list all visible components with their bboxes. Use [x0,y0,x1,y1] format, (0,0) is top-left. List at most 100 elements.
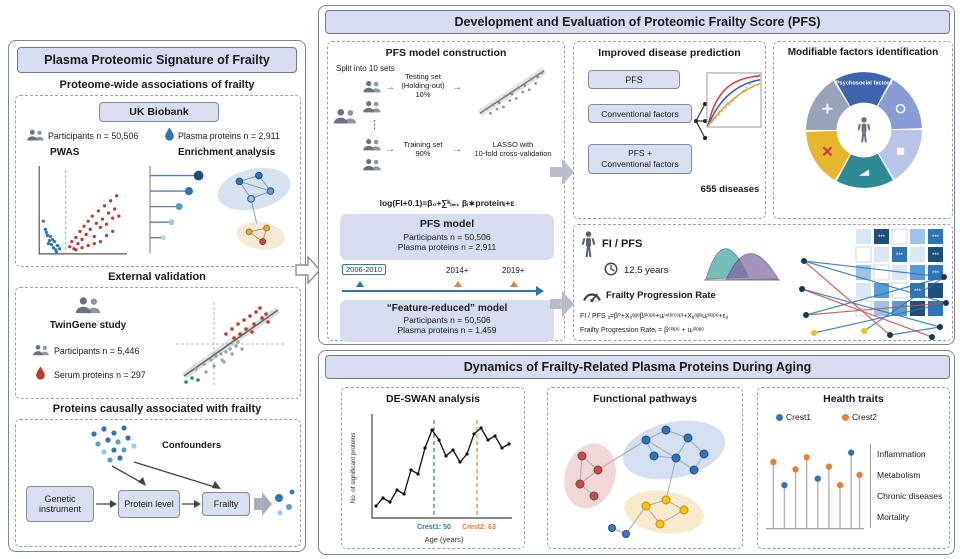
set-people-icon [362,138,382,151]
arrow-right: → [385,144,395,155]
ellipsis-dots: ⋮ [369,119,380,131]
svg-text:***: *** [896,253,904,259]
causal-diagram [91,425,295,516]
crest1-label: Crest1: 50 [417,524,451,531]
participants-icon [26,129,45,141]
legend-crest1: Crest1 [776,412,811,422]
reduced-model-box: “Feature-reduced” model Participants n =… [340,300,554,342]
ukb-participants: Participants n = 50,506 [48,131,139,141]
wheel-segment-icon [895,103,906,114]
timeline-label-2019: 2019+ [502,266,525,275]
testing-scatter [477,67,547,117]
left-panel-title: Plasma Proteomic Signature of Frailty [17,47,297,73]
pfs-panel-title: Development and Evaluation of Proteomic … [325,10,950,34]
confounders-label: Confounders [162,440,222,451]
trait-label-metabolism: Metabolism [877,470,921,480]
ukb-proteins: Plasma proteins n = 2,911 [178,131,280,141]
combined-line2: Conventional factors [601,159,679,169]
split-label: Split into 10 sets [336,64,395,73]
flow-arrow-progression [550,291,574,317]
lasso-label: LASSO with 10-fold cross-validation [466,140,560,158]
progression-rate-label: Frailty Progression Rate [606,290,716,301]
wheel-segment-icon [858,169,870,176]
decision-tree-icon [694,102,707,140]
svg-text:***: *** [914,289,922,295]
ukb-label: UK Biobank [99,102,219,122]
pfs-model-box: PFS model Participants n = 50,506 Plasma… [340,214,554,260]
traits-box: Health traits Crest1 Crest2 Inflammation… [757,387,950,549]
twingene-label: TwinGene study [49,320,127,331]
timeline-label-2014: 2014+ [446,266,469,275]
pfs-panel: Development and Evaluation of Proteomic … [318,5,955,345]
genetic-instrument-box: Genetic instrument [26,486,94,522]
followup-years: 12.5 years [624,265,669,276]
lasso-formula: log(FI+0.1)=β₀+∑ᵏᵢ₌₁ βᵢ∗proteinᵢ+ε [379,198,515,208]
clock-icon [604,262,618,276]
trait-label-inflammation: Inflammation [877,449,926,459]
wheel-segment-label-psychosocial: Psychosocial factors [836,80,893,86]
left-panel-title-text: Plasma Proteomic Signature of Frailty [44,53,270,67]
training-set-label: Training set 90% [396,140,450,158]
modifiable-box: Modifiable factors identification Psycho… [773,41,953,219]
crest2-legend-text: Crest2 [852,412,878,422]
training-line2: 90% [415,149,431,158]
construction-heading: PFS model construction [385,47,507,59]
deswan-xlabel: Age (years) [425,535,464,544]
pathways-box: Functional pathways [547,387,743,549]
reduced-model-proteins: Plasma proteins n = 1,459 [397,325,497,335]
progression-box: FI / PFS 12.5 years Frailty Progression … [573,224,953,341]
validation-heading: External validation [108,271,206,283]
roc-curve [706,72,762,128]
crest2-label: Crest2: 63 [462,524,496,531]
construction-box: PFS model construction Split into 10 set… [327,41,565,342]
combined-line1: PFS + [628,148,652,158]
flow-arrow-main [295,255,321,285]
combined-factor-box: PFS + Conventional factors [588,144,692,174]
crest1-legend-text: Crest1 [786,412,812,422]
testing-line3: 10% [415,90,431,99]
traits-lollipop-chart [765,449,865,530]
svg-text:***: *** [932,271,940,277]
body-icon [582,231,595,258]
conventional-factor-box: Conventional factors [588,104,692,123]
participants-icon [32,344,50,356]
gauge-icon [582,288,602,302]
validation-scatter [176,302,286,386]
pfs-model-title: PFS model [419,218,475,230]
left-panel: Plasma Proteomic Signature of Frailty Pr… [8,40,306,552]
svg-text:***: *** [932,253,940,259]
pfs-panel-title-text: Development and Evaluation of Proteomic … [454,15,821,29]
pfs-model-participants: Participants n = 50,506 [403,232,491,242]
frailty-box: Frailty [202,492,250,516]
diseases-count: 655 diseases [700,184,760,195]
traits-heading: Health traits [823,393,884,405]
pwas-heading: Proteome-wide associations of frailty [59,79,255,91]
svg-text:***: *** [878,235,886,241]
dynamics-panel-title: Dynamics of Frailty-Related Plasma Prote… [325,355,950,379]
validation-box: TwinGene study Participants n = 5,446 Se… [15,287,301,399]
significance-stars: ****************** [878,235,940,295]
wheel-segment-icon [897,147,905,155]
set-people-icon [362,100,382,113]
deswan-box: DE-SWAN analysis No. of significant prot… [341,387,525,549]
pathways-network [564,420,726,538]
testing-line1: Testing set [405,72,441,81]
pfs-factor-box: PFS [588,70,680,89]
enrichment-label: Enrichment analysis [178,147,276,158]
dynamics-panel-title-text: Dynamics of Frailty-Related Plasma Prote… [463,360,812,374]
serum-droplet-icon [35,366,46,380]
pfs-model-proteins: Plasma proteins n = 2,911 [397,242,497,252]
arrow-right: → [452,144,462,155]
legend-crest2: Crest2 [842,412,877,422]
crest2-dot [842,414,849,421]
protein-level-box: Protein level [118,490,180,518]
volcano-plot [38,166,127,255]
pwas-box: UK Biobank Participants n = 50,506 Plasm… [15,95,301,267]
timeline-label-baseline: 2006-2010 [342,264,386,275]
testing-set-label: Testing set (Holding-out) 10% [396,72,450,99]
causal-heading: Proteins causally associated with frailt… [52,403,262,415]
training-line1: Training set [403,140,443,149]
twingene-people-icon [74,296,102,314]
arrow-right: → [452,82,462,93]
correlation-heatmap-network: ****************** [799,228,949,340]
